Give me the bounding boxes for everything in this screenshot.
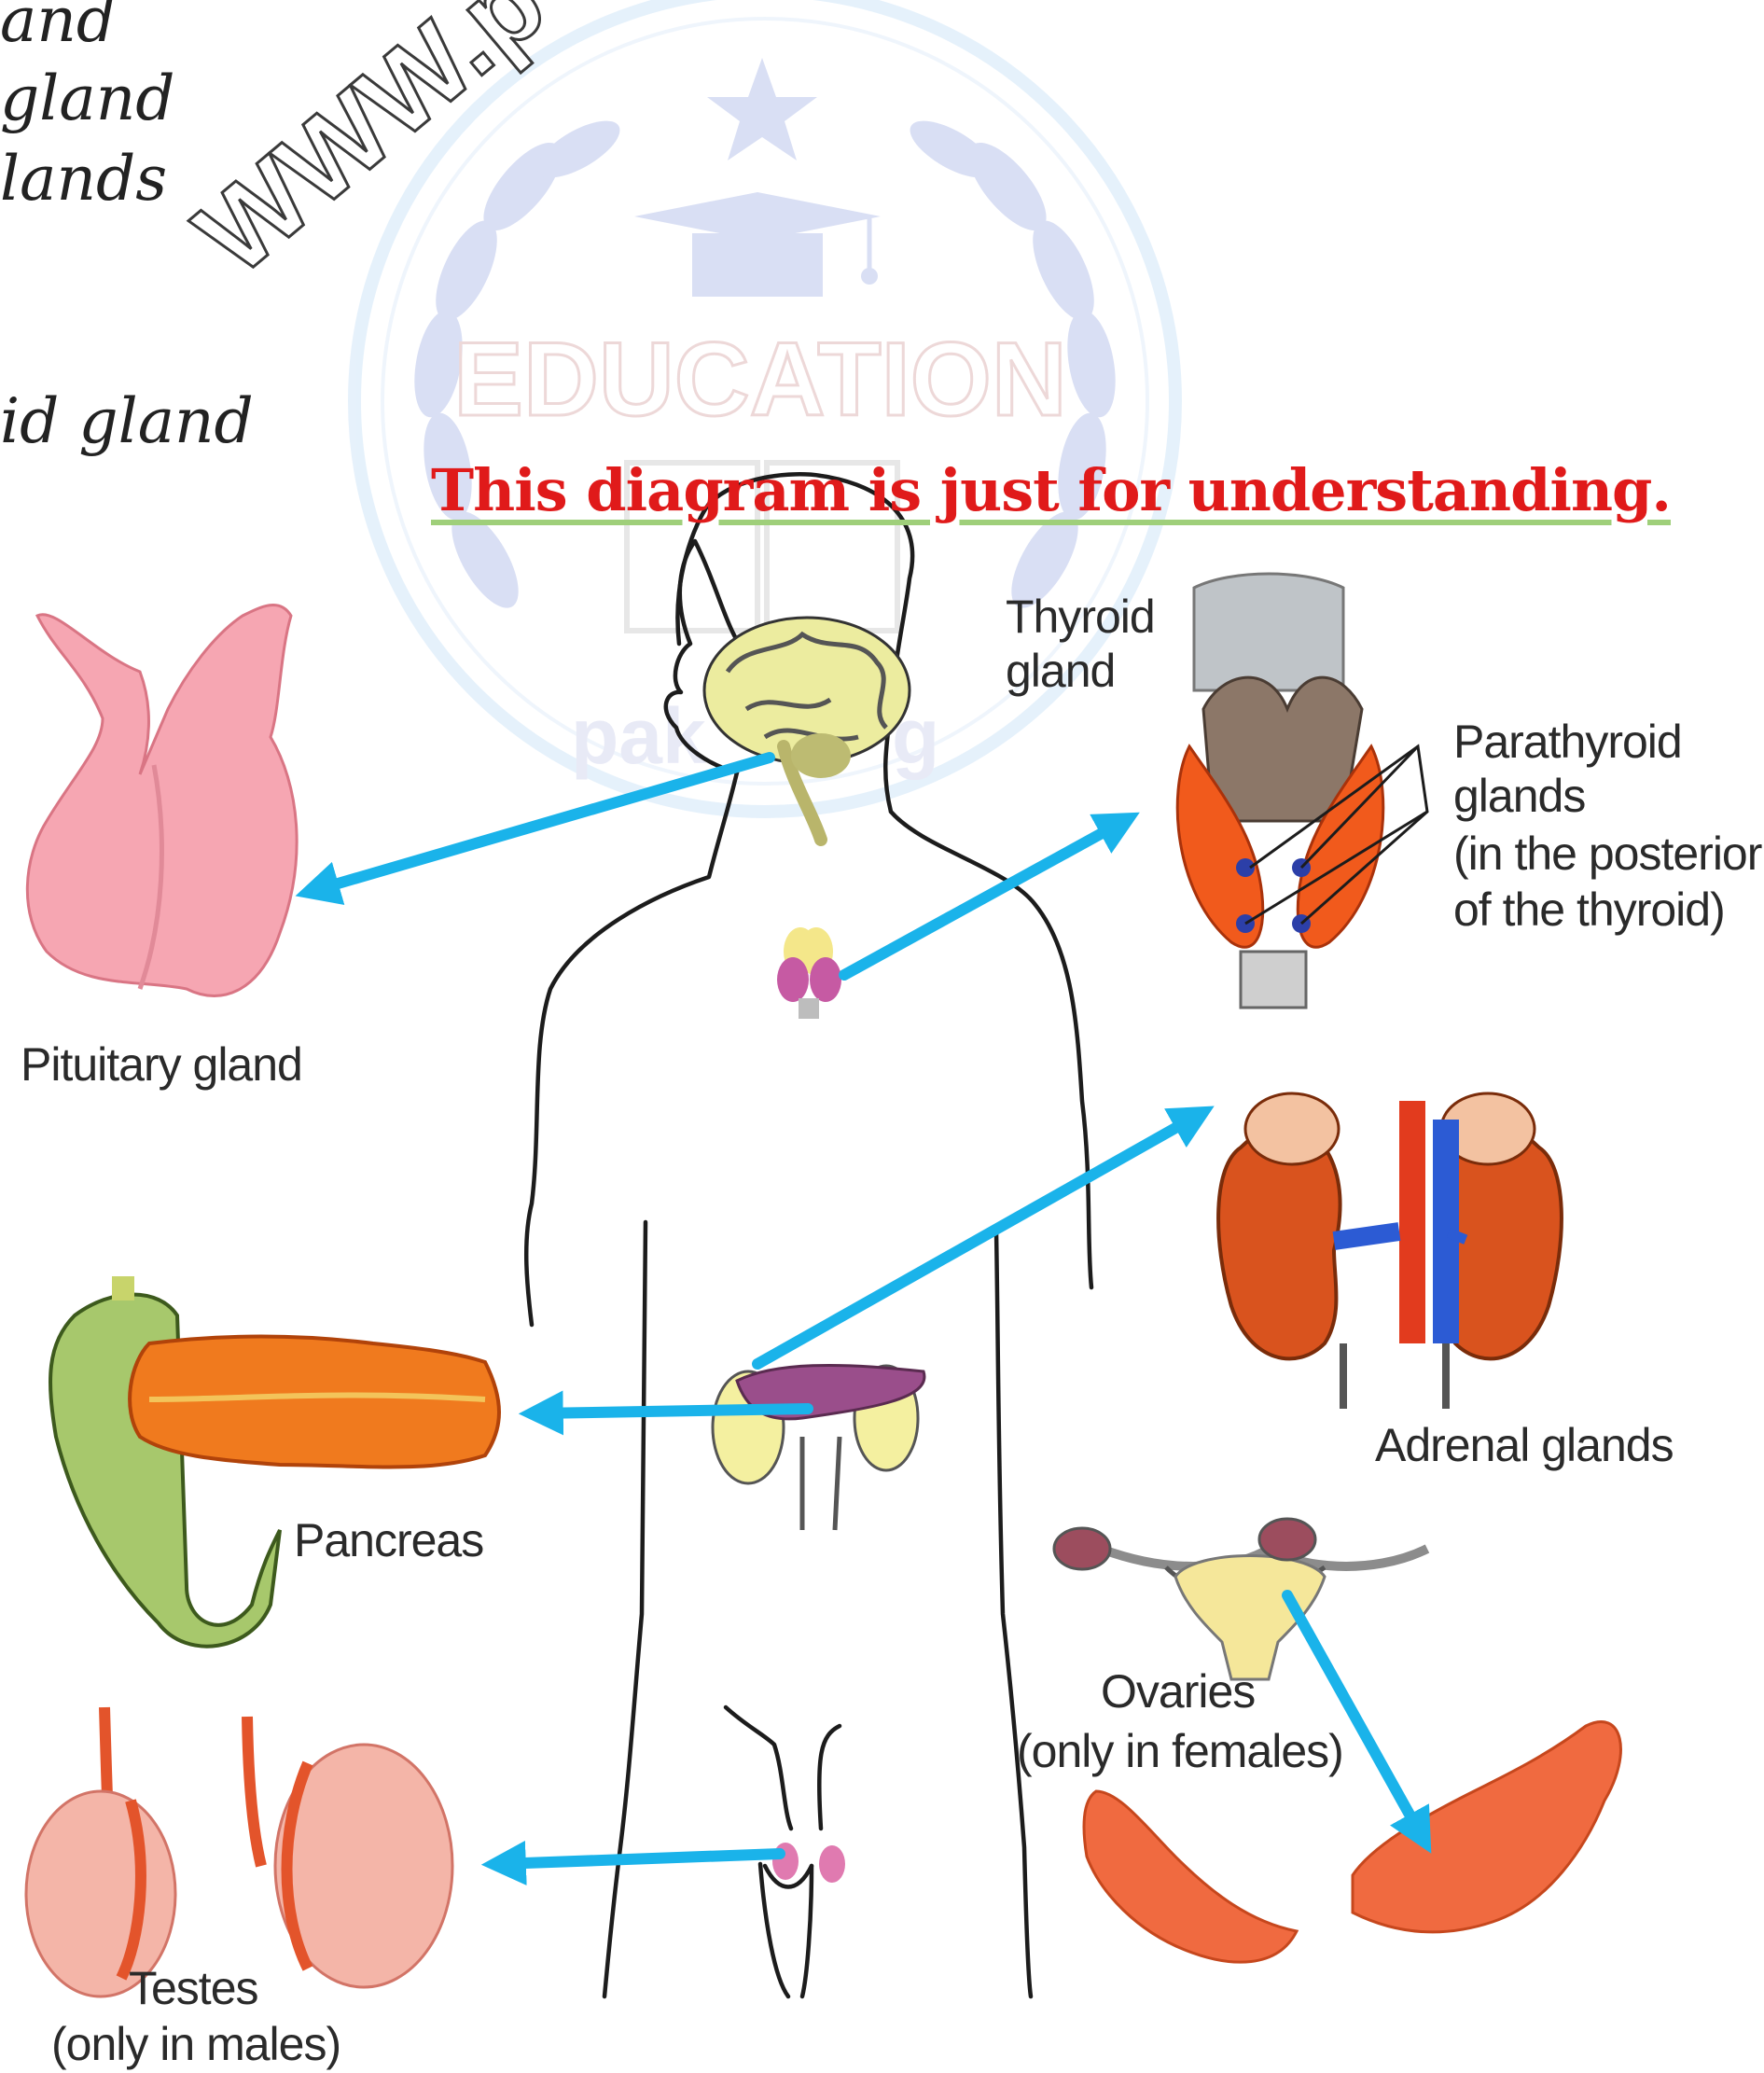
heading-fragment-1: and	[0, 0, 116, 58]
watermark-seal-subtext: pak	[571, 692, 706, 780]
arrow-pancreas	[536, 1409, 808, 1413]
neck-thyroid-icon	[777, 927, 841, 1019]
abdomen-organs-icon	[713, 1365, 924, 1530]
arrow-testes	[499, 1854, 780, 1864]
arrow-pituitary	[313, 758, 770, 891]
heading-fragment-4: id gland	[0, 384, 254, 459]
label-parathyroid-line-1: Parathyroid	[1453, 713, 1682, 771]
watermark-seal-text: EDUCATION	[453, 321, 1066, 438]
heading-fragment-3: lands	[0, 142, 167, 216]
label-pituitary: Pituitary gland	[21, 1036, 302, 1093]
label-ovaries-line-2: (only in females)	[1017, 1722, 1343, 1780]
pituitary-gland-illustration	[27, 605, 297, 995]
testes-illustration	[26, 1707, 452, 1996]
heading-fragment-2: gland	[0, 62, 174, 136]
label-thyroid-line-1: Thyroid	[1006, 588, 1155, 646]
star-icon	[707, 58, 817, 160]
graduation-cap-icon	[634, 192, 881, 297]
label-pancreas: Pancreas	[294, 1511, 483, 1569]
label-parathyroid-line-3: (in the posterior	[1453, 825, 1761, 883]
label-adrenal: Adrenal glands	[1375, 1416, 1674, 1474]
groin-testes-icon	[772, 1843, 845, 1883]
label-parathyroid-line-4: of the thyroid)	[1453, 881, 1725, 939]
arrow-thyroid	[844, 821, 1124, 975]
enlarged-ovary-right	[1353, 1721, 1620, 1931]
arrow-adrenal	[757, 1115, 1199, 1364]
label-thyroid-line-2: gland	[1006, 642, 1115, 700]
label-ovaries-line-1: Ovaries	[1101, 1663, 1255, 1720]
arrow-ovaries	[1287, 1595, 1423, 1838]
label-testes-line-1: Testes	[129, 1959, 258, 2017]
adrenal-glands-illustration	[1218, 1093, 1562, 1409]
ovaries-illustration	[1054, 1519, 1427, 1679]
enlarged-ovary-left	[1084, 1791, 1297, 1962]
label-parathyroid-line-2: glands	[1453, 767, 1585, 825]
understanding-notice: This diagram is just for understanding.	[431, 453, 1671, 528]
label-testes-line-2: (only in males)	[51, 2015, 340, 2073]
thyroid-gland-illustration	[1177, 574, 1383, 1008]
pancreas-illustration	[50, 1276, 499, 1647]
watermark-site-text: WWW.p	[174, 0, 568, 299]
